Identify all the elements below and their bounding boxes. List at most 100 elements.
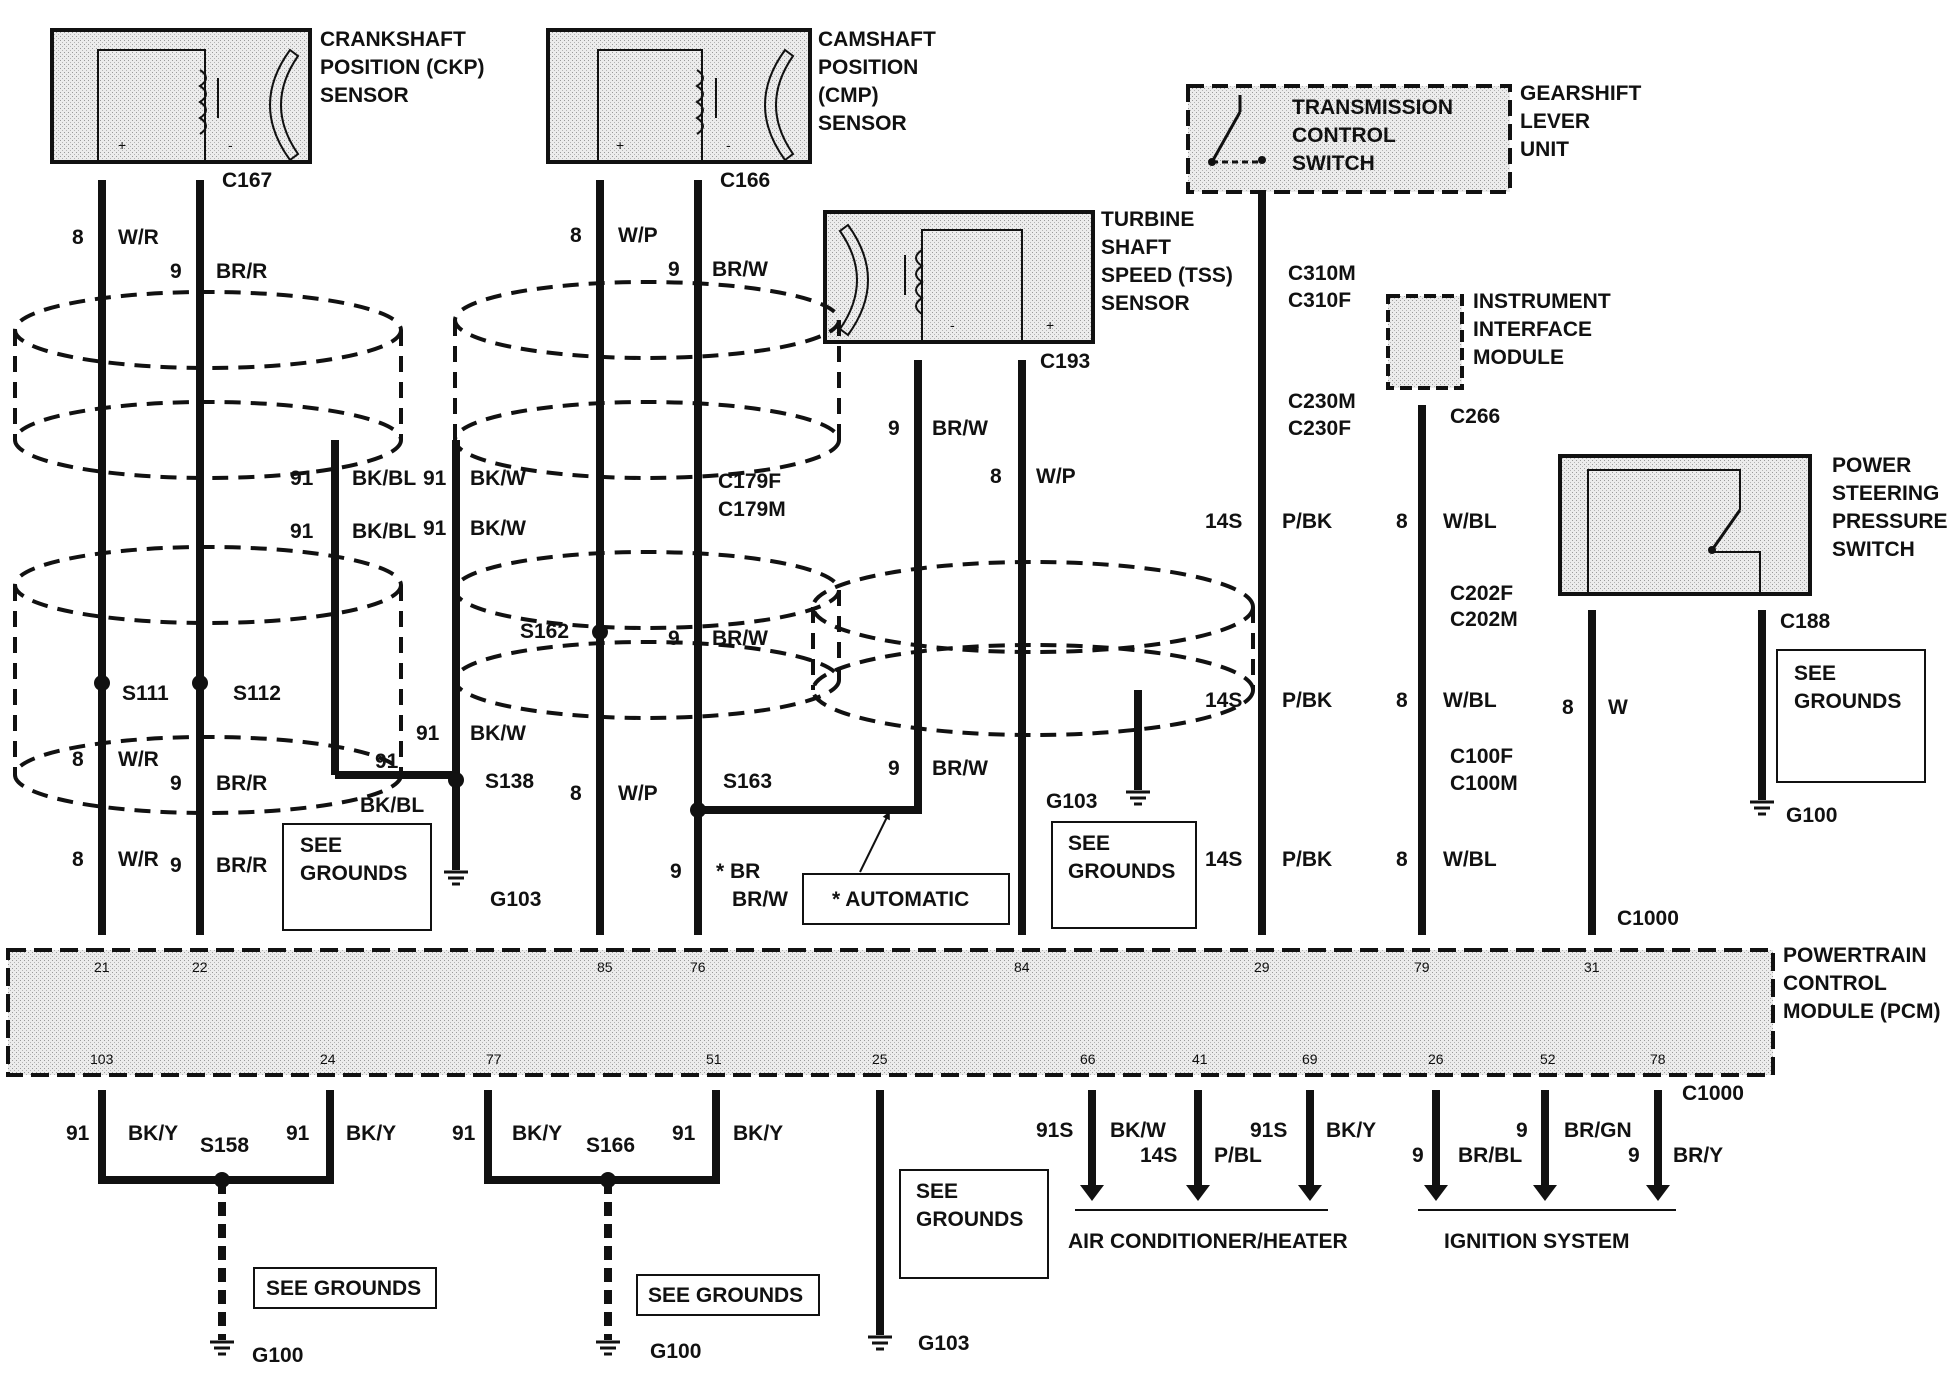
svg-text:G100: G100 xyxy=(252,1344,303,1367)
ground-icon xyxy=(1126,790,1150,806)
svg-text:9: 9 xyxy=(670,860,682,883)
svg-text:W/BL: W/BL xyxy=(1443,510,1497,533)
svg-text:22: 22 xyxy=(192,959,208,975)
see-grounds-boxes xyxy=(253,649,1926,1316)
svg-text:S163: S163 xyxy=(723,770,772,793)
ground-icon xyxy=(596,1340,620,1356)
svg-text:C1000: C1000 xyxy=(1617,907,1679,930)
svg-text:W/R: W/R xyxy=(118,226,159,249)
svg-text:8: 8 xyxy=(570,224,582,247)
svg-text:C230M: C230M xyxy=(1288,390,1356,413)
tss-sensor: - + xyxy=(823,210,1095,344)
iim-title: INSTRUMENT INTERFACE MODULE xyxy=(1473,290,1617,369)
svg-text:91: 91 xyxy=(452,1122,476,1145)
svg-text:8: 8 xyxy=(72,748,84,771)
pcm-pins-bottom: 103 24 77 51 25 66 41 69 26 52 78 xyxy=(90,1051,1666,1067)
svg-text:C100F: C100F xyxy=(1450,745,1513,768)
svg-text:8: 8 xyxy=(1396,689,1408,712)
svg-text:77: 77 xyxy=(486,1051,502,1067)
svg-text:14S: 14S xyxy=(1205,689,1242,712)
coil-icon xyxy=(695,69,704,135)
svg-text:41: 41 xyxy=(1192,1051,1208,1067)
ac-system-label: AIR CONDITIONER/HEATER xyxy=(1068,1230,1348,1253)
svg-text:S162: S162 xyxy=(520,620,569,643)
svg-text:G100: G100 xyxy=(1786,804,1837,827)
svg-text:BR/W: BR/W xyxy=(712,627,768,650)
svg-text:91S: 91S xyxy=(1250,1119,1287,1142)
svg-text:91: 91 xyxy=(423,467,447,490)
svg-text:* BR: * BR xyxy=(716,860,760,883)
svg-text:W/P: W/P xyxy=(618,782,658,805)
svg-text:25: 25 xyxy=(872,1051,888,1067)
svg-text:W: W xyxy=(1608,696,1628,719)
svg-text:C310M: C310M xyxy=(1288,262,1356,285)
cmp-sensor: + - xyxy=(546,28,812,164)
automatic-note: * AUTOMATIC xyxy=(832,888,969,911)
svg-text:W/BL: W/BL xyxy=(1443,848,1497,871)
svg-text:W/P: W/P xyxy=(1036,465,1076,488)
svg-text:S138: S138 xyxy=(485,770,534,793)
svg-text:91: 91 xyxy=(375,750,399,773)
gearshift-title: GEARSHIFT LEVER UNIT xyxy=(1520,82,1647,161)
svg-text:BK/Y: BK/Y xyxy=(128,1122,178,1145)
psps-title: POWER STEERING PRESSURE SWITCH xyxy=(1832,454,1953,561)
svg-text:BK/W: BK/W xyxy=(1110,1119,1166,1142)
tss-plus: + xyxy=(1046,317,1054,333)
svg-text:G103: G103 xyxy=(490,888,541,911)
svg-text:91: 91 xyxy=(672,1122,696,1145)
svg-text:C1000: C1000 xyxy=(1682,1082,1744,1105)
pcm-pins-top: 21 22 85 76 84 29 79 31 xyxy=(94,959,1600,975)
ground-icon xyxy=(868,1335,892,1351)
ground-icon xyxy=(444,870,468,886)
svg-text:BK/Y: BK/Y xyxy=(733,1122,783,1145)
coil-icon xyxy=(915,249,924,315)
svg-text:C230F: C230F xyxy=(1288,417,1351,440)
svg-text:66: 66 xyxy=(1080,1051,1096,1067)
svg-text:S111: S111 xyxy=(122,682,169,705)
svg-text:9: 9 xyxy=(170,260,182,283)
pcm-title: POWERTRAIN CONTROL MODULE (PCM) xyxy=(1783,944,1940,1023)
svg-text:C202M: C202M xyxy=(1450,608,1518,631)
ground-icon xyxy=(1750,800,1774,816)
svg-text:C179F: C179F xyxy=(718,470,781,493)
svg-text:S166: S166 xyxy=(586,1134,635,1157)
svg-text:BK/W: BK/W xyxy=(470,722,526,745)
svg-text:91S: 91S xyxy=(1036,1119,1073,1142)
svg-text:C202F: C202F xyxy=(1450,582,1513,605)
power-steering-pressure-switch xyxy=(1558,454,1812,596)
svg-text:9: 9 xyxy=(1412,1144,1424,1167)
svg-text:9: 9 xyxy=(1516,1119,1528,1142)
svg-text:C166: C166 xyxy=(720,169,770,192)
ground-symbols xyxy=(210,790,1774,1356)
reluctor-wheel-icon xyxy=(764,48,795,162)
svg-text:26: 26 xyxy=(1428,1051,1444,1067)
svg-text:C167: C167 xyxy=(222,169,272,192)
svg-text:BR/R: BR/R xyxy=(216,854,267,877)
svg-text:91: 91 xyxy=(290,520,314,543)
svg-text:8: 8 xyxy=(990,465,1002,488)
reluctor-wheel-icon xyxy=(269,48,300,162)
svg-text:C100M: C100M xyxy=(1450,772,1518,795)
svg-text:8: 8 xyxy=(570,782,582,805)
svg-text:8: 8 xyxy=(72,226,84,249)
svg-text:8: 8 xyxy=(1396,848,1408,871)
svg-text:21: 21 xyxy=(94,959,110,975)
svg-text:24: 24 xyxy=(320,1051,336,1067)
svg-text:SEE GROUNDS: SEE GROUNDS xyxy=(648,1284,803,1307)
svg-text:BR/W: BR/W xyxy=(932,417,988,440)
transmission-control-switch: TRANSMISSION CONTROL SWITCH xyxy=(1186,84,1512,194)
svg-text:9: 9 xyxy=(170,854,182,877)
svg-text:9: 9 xyxy=(668,258,680,281)
svg-text:8: 8 xyxy=(1396,510,1408,533)
instrument-interface-module xyxy=(1386,294,1464,390)
svg-text:BR/R: BR/R xyxy=(216,260,267,283)
svg-text:91: 91 xyxy=(290,467,314,490)
svg-text:BR/GN: BR/GN xyxy=(1564,1119,1632,1142)
svg-text:G103: G103 xyxy=(1046,790,1097,813)
svg-text:G100: G100 xyxy=(650,1340,701,1363)
svg-text:8: 8 xyxy=(1562,696,1574,719)
ground-icon xyxy=(210,1340,234,1356)
